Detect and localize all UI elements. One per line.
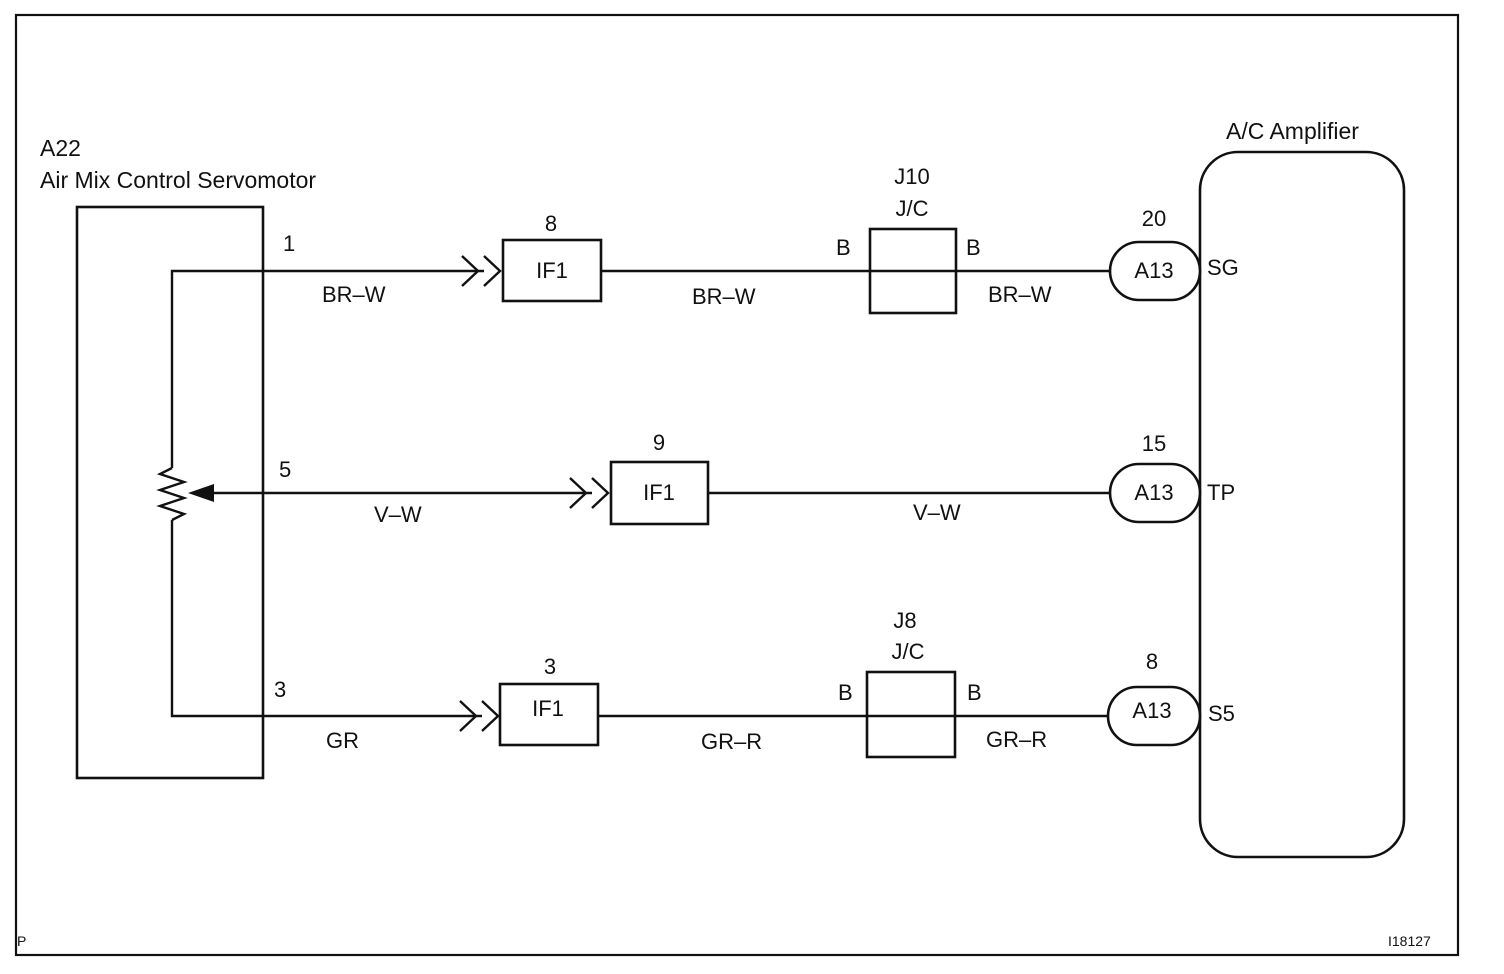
pot-lower-lead — [170, 520, 263, 718]
row3-wire-color-left: GR — [326, 728, 359, 753]
if1-row1-label: IF1 — [536, 258, 568, 283]
row2-wire-color-left: V–W — [374, 502, 422, 527]
a13-row3-pin: 8 — [1146, 649, 1158, 674]
servomotor-name: Air Mix Control Servomotor — [40, 167, 316, 193]
a13-row2-pin: 15 — [1142, 431, 1166, 456]
j8-code: J8 — [893, 608, 916, 633]
terminal-sg: SG — [1207, 255, 1239, 280]
if1-row2-label: IF1 — [643, 480, 675, 505]
terminal-s5: S5 — [1208, 701, 1235, 726]
servo-pin-5: 5 — [279, 457, 291, 482]
figure-id: I18127 — [1388, 933, 1431, 949]
potentiometer-resistor-icon — [156, 466, 188, 522]
if1-row3-label: IF1 — [532, 696, 564, 721]
pot-upper-lead — [170, 269, 263, 468]
a13-row1-pin: 20 — [1142, 206, 1166, 231]
row3-connector-chevron-icon-2 — [481, 700, 500, 732]
j10-code: J10 — [894, 164, 929, 189]
a13-row1-label: A13 — [1134, 258, 1173, 283]
if1-row2-pin: 9 — [653, 430, 665, 455]
terminal-tp: TP — [1207, 480, 1235, 505]
a13-connector-row2 — [1108, 462, 1202, 524]
servo-pin-1: 1 — [283, 231, 295, 256]
if1-row1-pin: 8 — [545, 211, 557, 236]
row3-connector-chevron-icon — [459, 700, 478, 732]
j10-left-pin: B — [836, 235, 851, 260]
a13-connector-row3 — [1106, 685, 1202, 747]
j8-left-pin: B — [838, 680, 853, 705]
if1-connector-row3 — [498, 682, 600, 747]
amplifier-name: A/C Amplifier — [1226, 118, 1359, 144]
row3-wire-color-mid: GR–R — [701, 729, 762, 754]
j8-junction-box — [865, 670, 957, 759]
row3-wire-color-right: GR–R — [986, 727, 1047, 752]
row1-wire-color-mid: BR–W — [692, 284, 756, 309]
diagram-frame — [14, 13, 1460, 957]
servo-pin-3: 3 — [274, 677, 286, 702]
amplifier-body — [1198, 150, 1406, 859]
j8-type: J/C — [892, 639, 925, 664]
j10-type: J/C — [896, 196, 929, 221]
a13-connector-row1 — [1108, 240, 1202, 302]
a13-row3-label: A13 — [1132, 698, 1171, 723]
row1-connector-chevron-icon-2 — [483, 255, 502, 287]
row2-wire-color-right: V–W — [913, 500, 961, 525]
wiper-arrow-icon — [188, 484, 214, 502]
if1-connector-row2 — [609, 460, 710, 526]
j10-right-pin: B — [966, 235, 981, 260]
if1-connector-row1 — [501, 238, 603, 303]
footer-left-mark: P — [17, 933, 26, 949]
row2-connector-chevron-icon-2 — [591, 477, 610, 509]
row1-wire-color-left: BR–W — [322, 282, 386, 307]
row2-connector-chevron-icon — [569, 477, 588, 509]
row1-wire-color-right: BR–W — [988, 282, 1052, 307]
servomotor-code: A22 — [40, 135, 81, 161]
row1-connector-chevron-icon — [461, 255, 480, 287]
if1-row3-pin: 3 — [544, 654, 556, 679]
j8-right-pin: B — [967, 680, 982, 705]
a13-row2-label: A13 — [1134, 480, 1173, 505]
